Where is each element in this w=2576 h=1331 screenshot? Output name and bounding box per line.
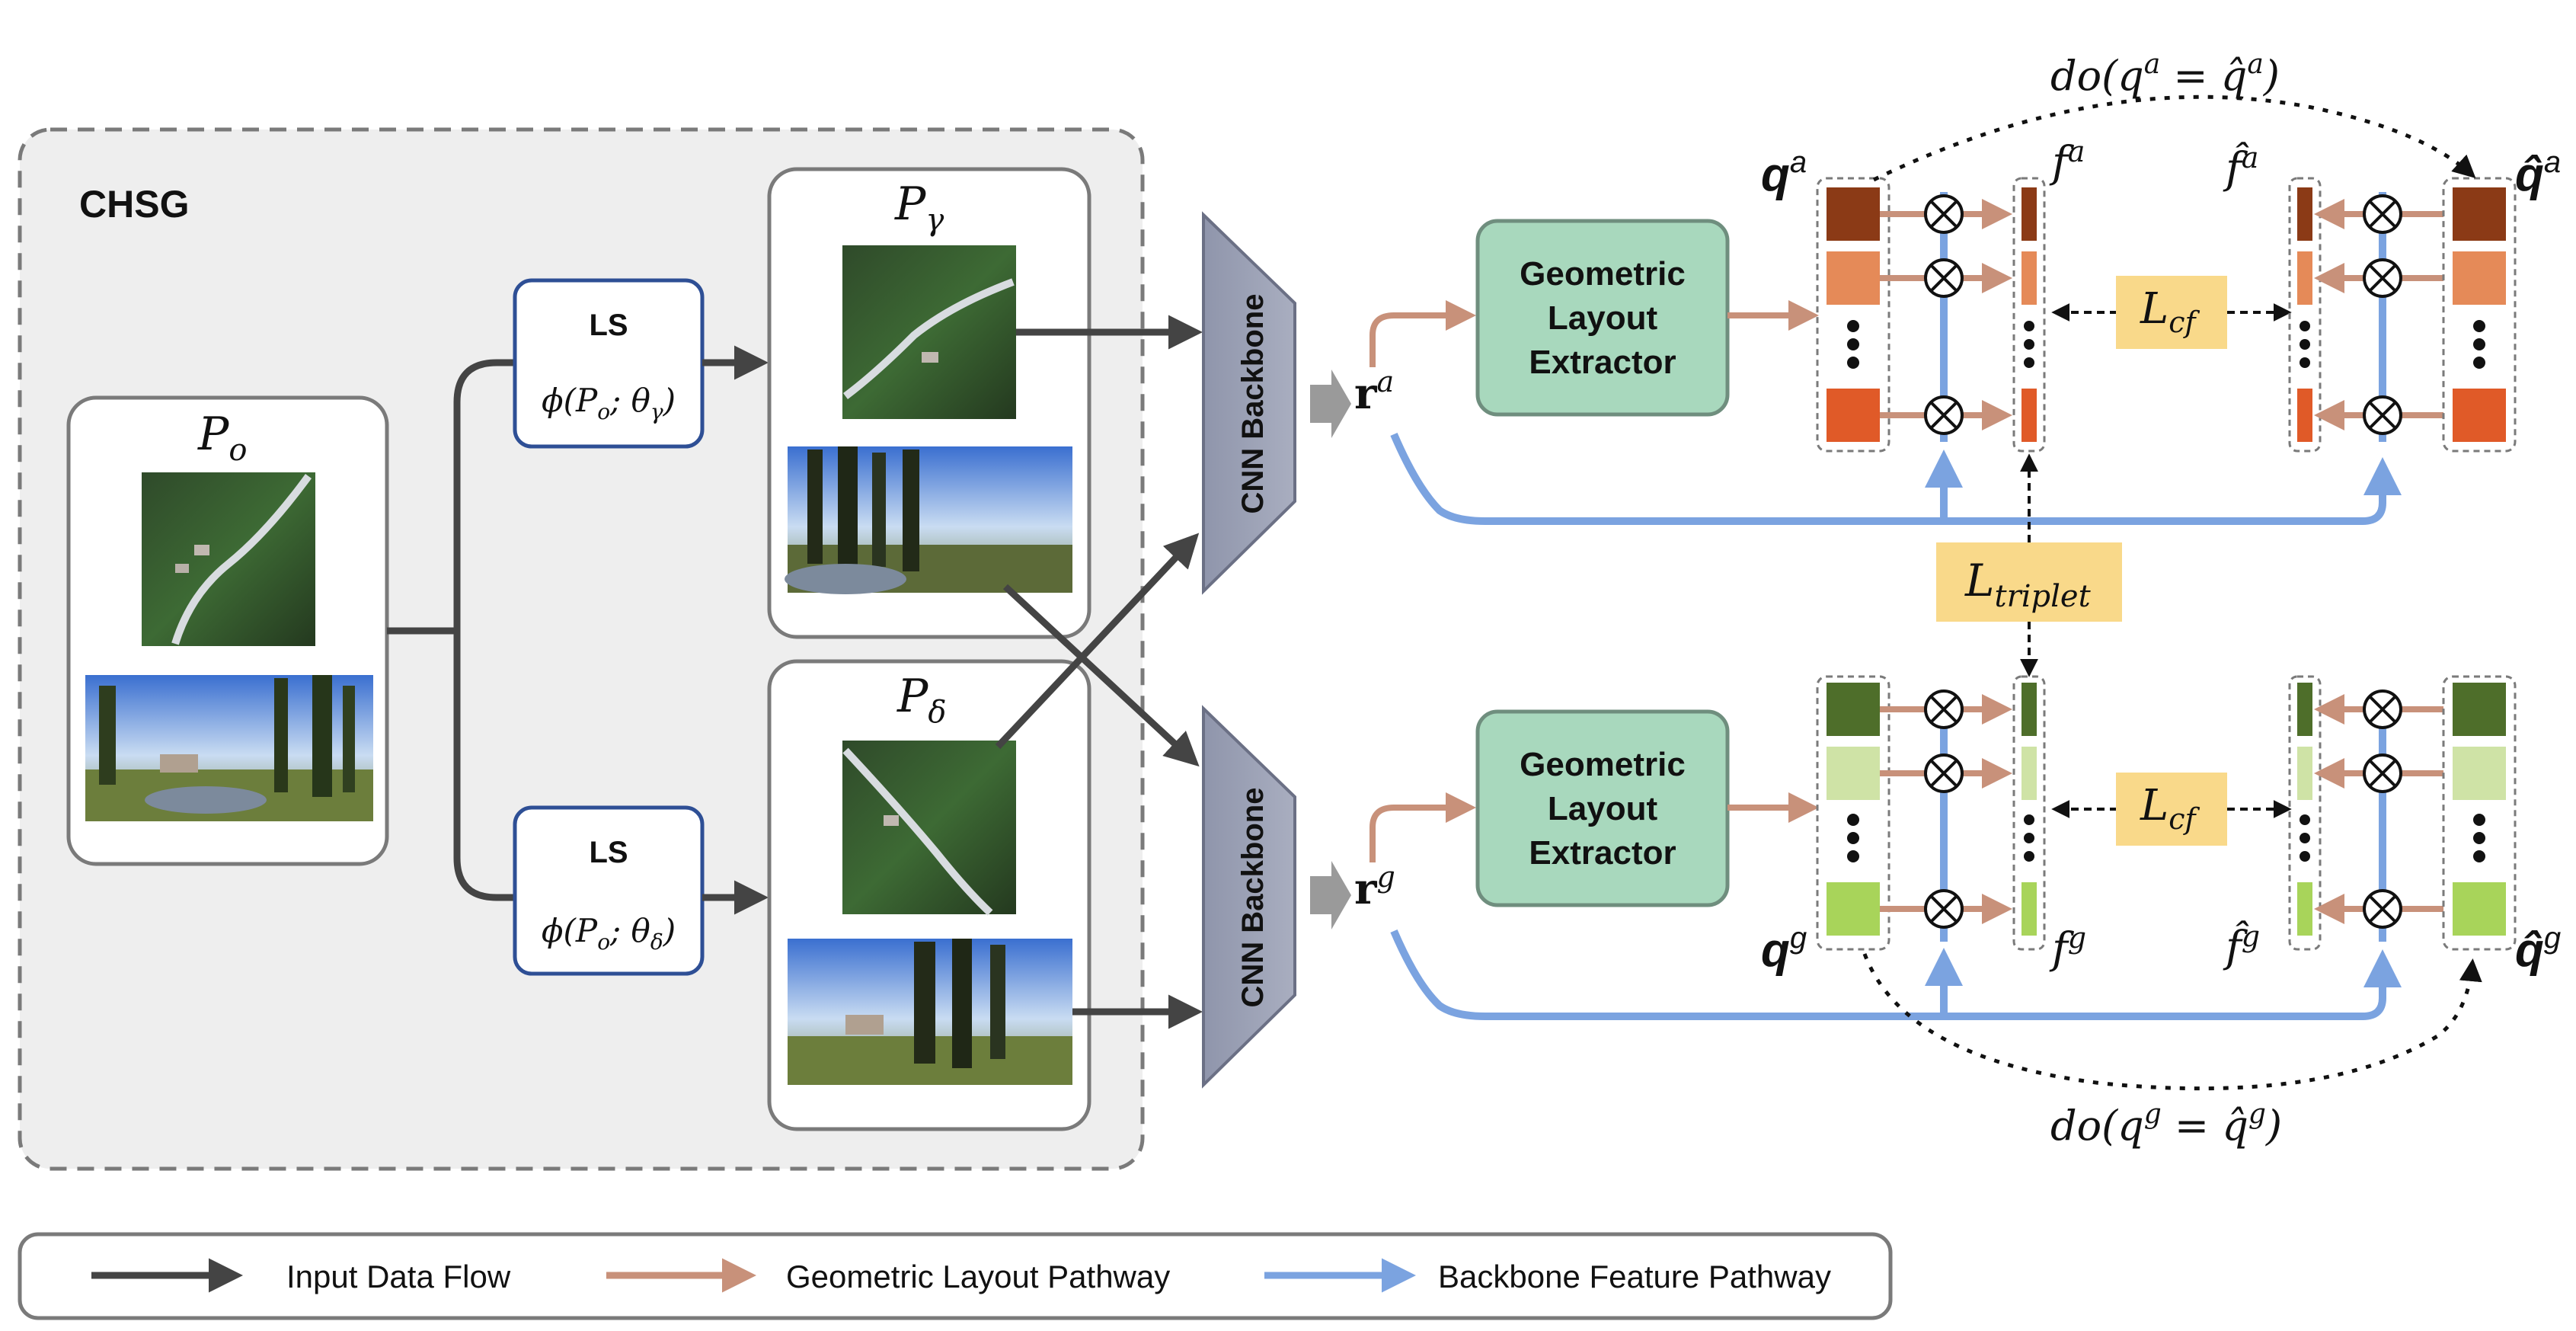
ground-panorama-gamma xyxy=(785,446,1072,594)
ls-bottom-formula: ϕ(Po; θδ) xyxy=(542,912,676,955)
svg-text:Geometric: Geometric xyxy=(1520,746,1686,783)
cnn-backbone-bottom-label: CNN Backbone xyxy=(1236,788,1270,1008)
split-connector xyxy=(387,359,515,901)
satellite-image-gamma xyxy=(842,245,1016,419)
multiplier-column-bottom-left xyxy=(1880,689,2012,929)
legend: Input Data Flow Geometric Layout Pathway… xyxy=(18,1232,1893,1320)
svg-text:Ltriplet: Ltriplet xyxy=(1964,555,2092,614)
l-cf-top: Lcf xyxy=(2051,276,2292,349)
backbone-output-arrow-top xyxy=(1310,370,1351,438)
multiply-icon xyxy=(1924,689,1964,729)
multiplier-column-top-right xyxy=(2314,194,2443,435)
f-g-label: fg xyxy=(2049,921,2086,974)
f-a-column xyxy=(2012,177,2046,453)
svg-text:Lcf: Lcf xyxy=(2140,284,2200,339)
ls-top-title: LS xyxy=(589,309,628,342)
legend-input-label: Input Data Flow xyxy=(286,1259,511,1294)
intervention-arc-top xyxy=(1872,94,2476,182)
f-hat-a-column xyxy=(2288,177,2322,453)
cnn-backbone-top: CNN Backbone xyxy=(1202,211,1296,595)
multiply-icon xyxy=(1924,889,1964,929)
geometric-layout-extractor-top: Geometric Layout Extractor xyxy=(1475,219,1730,417)
q-g-column xyxy=(1816,675,1890,951)
backbone-output-arrow-bottom xyxy=(1310,861,1351,929)
f-g-column xyxy=(2012,675,2046,951)
multiplier-column-top-left xyxy=(1880,194,2012,435)
f-hat-g-column xyxy=(2288,675,2322,951)
geometric-layout-extractor-bottom: Geometric Layout Extractor xyxy=(1475,709,1730,907)
cnn-backbone-bottom: CNN Backbone xyxy=(1202,705,1296,1089)
r-g-label: rg xyxy=(1354,860,1395,914)
q-a-column xyxy=(1816,177,1890,453)
q-a-cell-1 xyxy=(1827,187,1880,241)
q-g-label: qg xyxy=(1761,921,1807,977)
chsg-title: CHSG xyxy=(79,183,189,226)
ls-box-bottom: LS ϕ(Po; θδ) xyxy=(513,805,705,976)
intervention-arc-bottom xyxy=(1862,953,2482,1091)
do-bottom-label: do(qg = q̂g) xyxy=(2050,1099,2282,1150)
l-triplet: Ltriplet xyxy=(1936,453,2122,677)
svg-text:Geometric: Geometric xyxy=(1520,255,1686,293)
f-hat-g-label: f̂g xyxy=(2223,920,2260,972)
svg-text:Lcf: Lcf xyxy=(2140,781,2200,836)
q-a-label: qa xyxy=(1761,146,1807,201)
cnn-backbone-top-label: CNN Backbone xyxy=(1236,294,1270,514)
ls-top-formula: ϕ(Po; θγ) xyxy=(542,382,676,424)
l-cf-bottom: Lcf xyxy=(2051,773,2292,846)
multiply-icon xyxy=(1924,395,1964,435)
svg-text:Layout: Layout xyxy=(1548,790,1658,827)
p-delta-box: Pδ xyxy=(767,659,1091,1131)
q-hat-a-label: q̂a xyxy=(2515,146,2561,201)
f-a-label: fa xyxy=(2049,135,2085,187)
ls-bottom-title: LS xyxy=(589,836,628,869)
legend-backbone-label: Backbone Feature Pathway xyxy=(1438,1259,1831,1294)
satellite-image-original xyxy=(142,472,315,646)
geom-arrow-r-a-to-extractor xyxy=(1369,300,1476,367)
multiply-icon xyxy=(2363,889,2402,929)
q-a-cell-2 xyxy=(1827,251,1880,305)
geom-arrow-r-g-to-extractor xyxy=(1369,792,1476,862)
f-hat-a-label: f̂a xyxy=(2223,141,2258,194)
do-top-label: do(qa = q̂a) xyxy=(2050,49,2280,100)
legend-geometric-label: Geometric Layout Pathway xyxy=(786,1259,1170,1294)
multiplier-column-bottom-right xyxy=(2314,689,2443,929)
svg-text:Layout: Layout xyxy=(1548,299,1658,337)
q-hat-a-column xyxy=(2442,177,2517,453)
svg-text:Extractor: Extractor xyxy=(1529,834,1676,872)
multiply-icon xyxy=(1924,194,1964,234)
input-flow-arrows xyxy=(995,315,1203,1029)
multiply-icon xyxy=(1924,258,1964,298)
ls-box-top: LS ϕ(Po; θγ) xyxy=(513,278,705,449)
p-delta-label: Pδ xyxy=(896,670,946,730)
multiply-icon xyxy=(2363,395,2402,435)
ground-panorama-original xyxy=(85,675,373,821)
q-a-cell-n xyxy=(1827,389,1880,442)
r-a-label: ra xyxy=(1354,365,1394,419)
p-o-box: Po xyxy=(66,395,389,866)
multiply-icon xyxy=(2363,689,2402,729)
svg-text:Extractor: Extractor xyxy=(1529,344,1676,381)
multiply-icon xyxy=(1924,753,1964,793)
satellite-image-delta xyxy=(842,741,1016,916)
multiply-icon xyxy=(2363,258,2402,298)
p-gamma-box: Pγ xyxy=(767,167,1091,639)
p-gamma-label: Pγ xyxy=(894,178,944,238)
multiply-icon xyxy=(2363,753,2402,793)
q-hat-g-label: q̂g xyxy=(2515,921,2561,977)
multiply-icon xyxy=(2363,194,2402,234)
p-o-label: Po xyxy=(197,408,247,468)
ground-panorama-delta xyxy=(788,939,1072,1085)
q-hat-g-column xyxy=(2442,675,2517,951)
